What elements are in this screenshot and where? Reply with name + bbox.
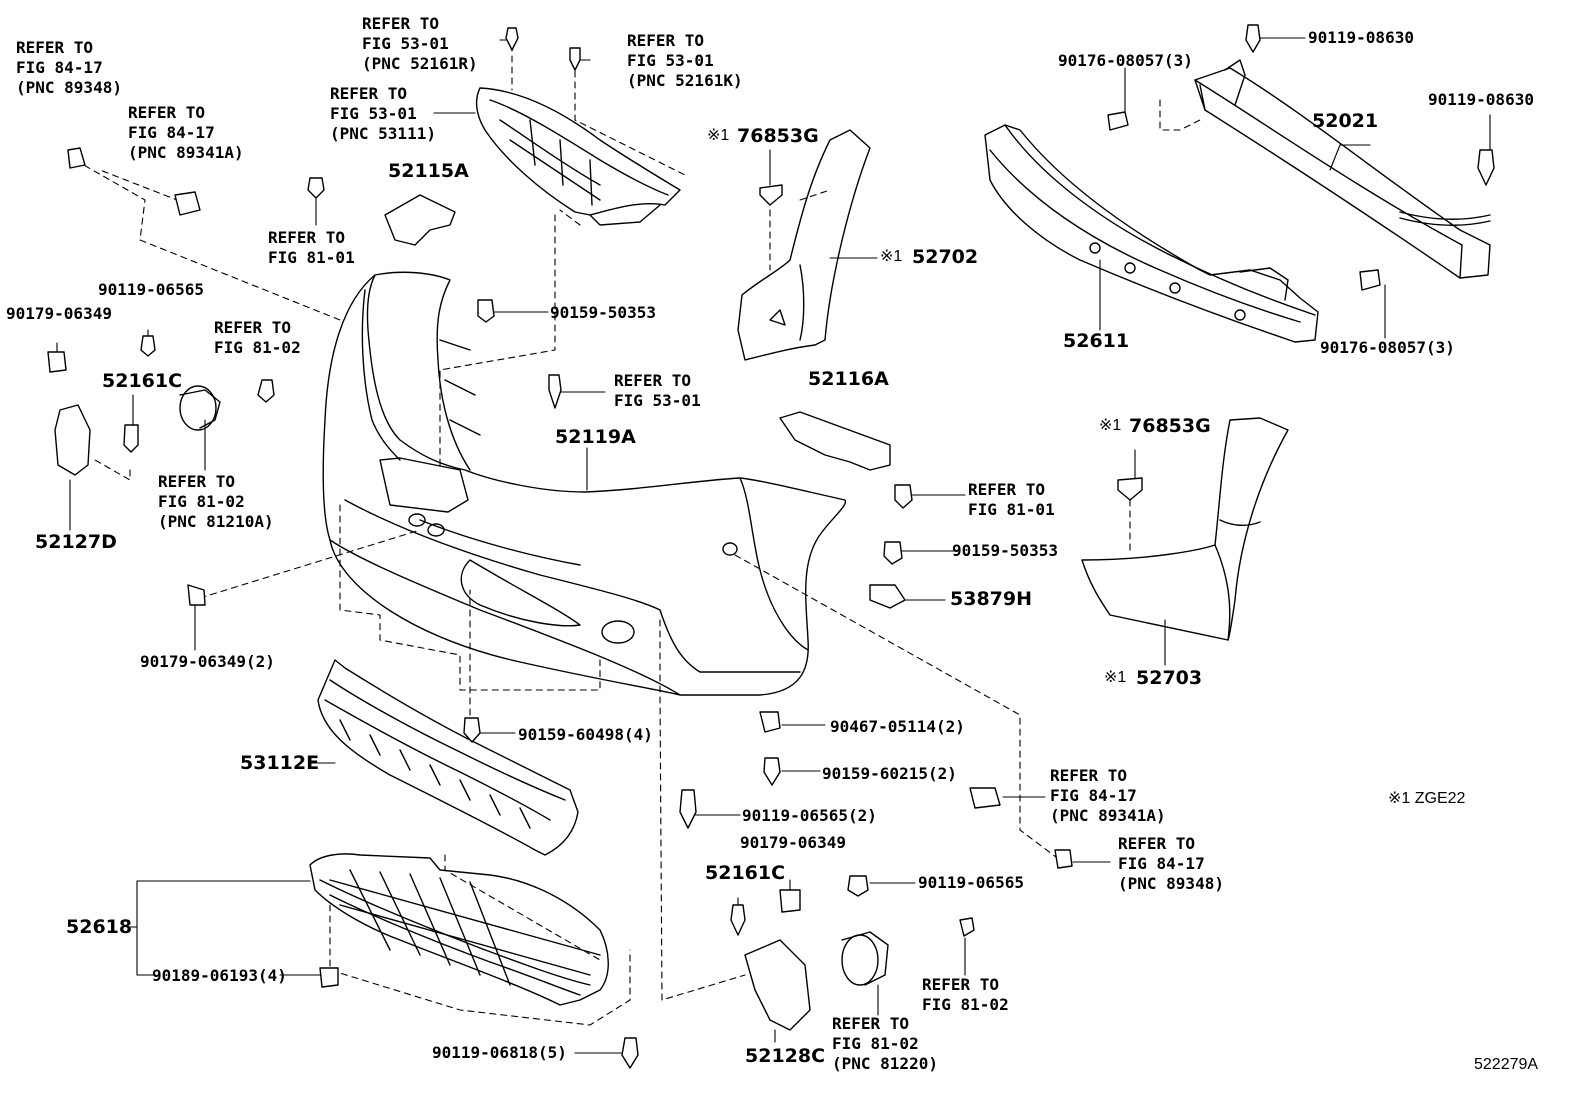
fastener-90119-06565-qty2: 90119-06565(2)	[742, 806, 877, 825]
fastener-90176-08057-bottom: 90176-08057(3)	[1320, 338, 1455, 357]
ref-fig-81-01-left: REFER TO FIG 81-01	[268, 228, 355, 267]
fastener-90119-08630-right: 90119-08630	[1428, 90, 1534, 109]
ref-fig-53-01-pnc-52161k: REFER TO FIG 53-01 (PNC 52161K)	[627, 31, 743, 90]
fastener-90179-06349-qty2: 90179-06349(2)	[140, 652, 275, 671]
zge22-mark: ※1	[1099, 417, 1122, 434]
part-52702: 52702	[912, 246, 979, 268]
under-cover	[309, 853, 609, 1006]
fastener-90159-60498: 90159-60498(4)	[518, 725, 653, 744]
part-52128c: 52128C	[745, 1045, 826, 1067]
fog-bracket-52127d	[54, 404, 91, 476]
part-52021: 52021	[1312, 110, 1379, 132]
part-52161c-right: 52161C	[705, 862, 786, 884]
ref-fig-81-02-pnc-81220: REFER TO FIG 81-02 (PNC 81220)	[832, 1014, 938, 1073]
fastener-90176-08057-top: 90176-08057(3)	[1058, 51, 1193, 70]
fog-light-right	[841, 931, 889, 986]
fastener-90467-05114: 90467-05114(2)	[830, 717, 965, 736]
ref-fig-53-01-pnc-53111: REFER TO FIG 53-01 (PNC 53111)	[330, 84, 436, 143]
part-52116a: 52116A	[808, 368, 889, 390]
ref-fig-84-17-pnc-89348-bottom: REFER TO FIG 84-17 (PNC 89348)	[1118, 834, 1224, 893]
part-53112e: 53112E	[240, 752, 320, 774]
bracket-52115a	[384, 194, 456, 246]
part-52161c-left: 52161C	[102, 370, 183, 392]
fog-light-left	[179, 385, 221, 431]
fog-bracket-52128c	[744, 939, 811, 1031]
fastener-90119-06565-left: 90119-06565	[98, 280, 204, 299]
energy-absorber	[984, 124, 1319, 343]
part-53879h: 53879H	[950, 588, 1033, 610]
ref-fig-81-02-right: REFER TO FIG 81-02	[922, 975, 1009, 1014]
part-76853g-lower: 76853G	[1129, 415, 1211, 437]
ref-fig-53-01-pnc-52161r: REFER TO FIG 53-01 (PNC 52161R)	[362, 14, 478, 73]
fastener-90159-50353-upper: 90159-50353	[550, 303, 656, 322]
illustration-id: 522279A	[1474, 1056, 1539, 1073]
fastener-90159-50353-lower: 90159-50353	[952, 541, 1058, 560]
part-52119a: 52119A	[555, 426, 636, 448]
ref-fig-84-17-pnc-89341a-bottom: REFER TO FIG 84-17 (PNC 89341A)	[1050, 766, 1166, 825]
fastener-90179-06349-left: 90179-06349	[6, 304, 112, 323]
bumper-reinforcement	[1194, 59, 1491, 279]
legend-zge22: ※1 ZGE22	[1388, 790, 1466, 807]
upper-grille	[475, 87, 681, 226]
fastener-90119-08630-top: 90119-08630	[1308, 28, 1414, 47]
zge22-mark: ※1	[707, 127, 730, 144]
fastener-90189-06193: 90189-06193(4)	[152, 966, 287, 985]
fastener-90119-06818: 90119-06818(5)	[432, 1043, 567, 1062]
fastener-90119-06565-right: 90119-06565	[918, 873, 1024, 892]
ref-fig-81-02-pnc-81210a: REFER TO FIG 81-02 (PNC 81210A)	[158, 472, 274, 531]
fastener-90179-06349-right: 90179-06349	[740, 833, 846, 852]
side-support-lower	[1081, 417, 1289, 641]
bumper-cover	[322, 271, 847, 696]
ref-fig-53-01-center: REFER TO FIG 53-01	[614, 371, 701, 410]
part-52127d: 52127D	[35, 531, 117, 553]
zge22-mark: ※1	[880, 248, 903, 265]
bracket-52116a	[779, 411, 891, 471]
ref-fig-81-01-right: REFER TO FIG 81-01	[968, 480, 1055, 519]
part-52115a: 52115A	[388, 160, 469, 182]
part-52611: 52611	[1063, 330, 1130, 352]
zge22-mark: ※1	[1104, 669, 1127, 686]
fastener-90159-60215: 90159-60215(2)	[822, 764, 957, 783]
part-52618: 52618	[66, 916, 133, 938]
ref-fig-84-17-pnc-89348-top: REFER TO FIG 84-17 (PNC 89348)	[16, 38, 122, 97]
ref-fig-81-02-left: REFER TO FIG 81-02	[214, 318, 301, 357]
ref-fig-84-17-pnc-89341a-top: REFER TO FIG 84-17 (PNC 89341A)	[128, 103, 244, 162]
side-support-upper	[737, 129, 871, 361]
part-52703: 52703	[1136, 667, 1203, 689]
part-76853g-upper: 76853G	[737, 125, 819, 147]
lower-grille	[317, 659, 579, 856]
